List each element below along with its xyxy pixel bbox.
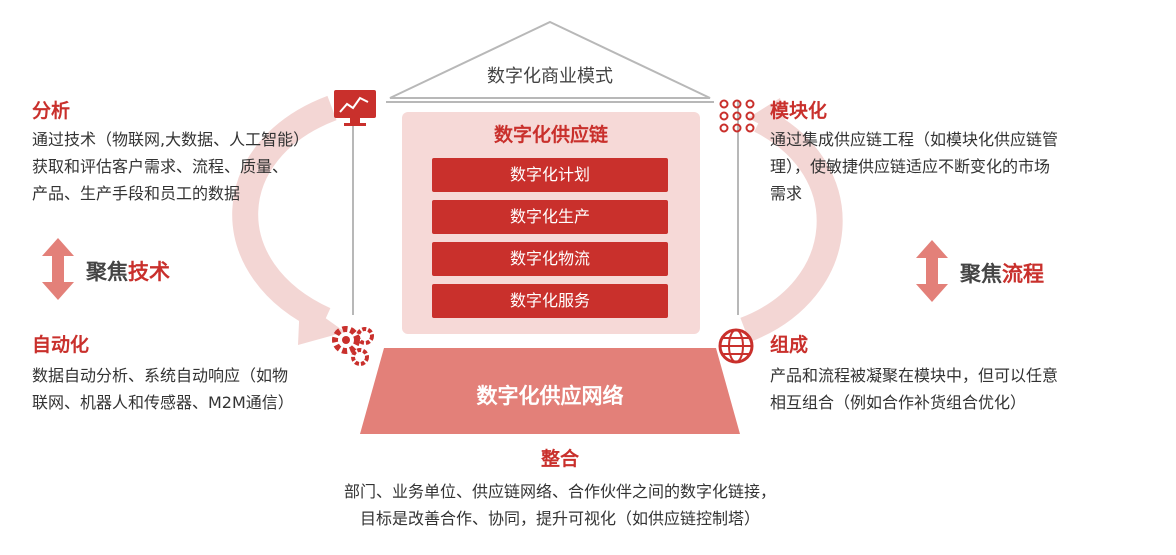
- compose-desc: 产品和流程被凝聚在模块中，但可以任意 相互组合（例如合作补货组合优化）: [770, 362, 1110, 416]
- analysis-line: 通过技术（物联网,大数据、人工智能）: [32, 130, 310, 149]
- network-base: [360, 348, 740, 434]
- roof: [386, 20, 714, 103]
- modular-desc: 通过集成供应链工程（如模块化供应链管 理），使敏捷供应链适应不断变化的市场 需求: [770, 126, 1110, 207]
- focus-technology-highlight: 技术: [128, 260, 170, 284]
- analysis-desc: 通过技术（物联网,大数据、人工智能） 获取和评估客户需求、流程、质量、 产品、生…: [32, 126, 362, 207]
- automation-line: 联网、机器人和传感器、M2M通信）: [32, 393, 294, 412]
- compose-line: 产品和流程被凝聚在模块中，但可以任意: [770, 366, 1059, 385]
- automation-desc: 数据自动分析、系统自动响应（如物 联网、机器人和传感器、M2M通信）: [32, 362, 362, 416]
- focus-process-prefix: 聚焦: [960, 262, 1002, 286]
- integrate-line: 目标是改善合作、协同，提升可视化（如供应链控制塔）: [359, 509, 760, 528]
- automation-line: 数据自动分析、系统自动响应（如物: [32, 366, 289, 385]
- focus-technology: 聚焦技术: [86, 256, 170, 286]
- service-item-logistics: 数字化物流: [432, 242, 668, 276]
- automation-title: 自动化: [32, 334, 90, 356]
- globe-icon: [716, 326, 756, 370]
- service-item-plan: 数字化计划: [432, 158, 668, 192]
- roof-title: 数字化商业模式: [487, 66, 613, 87]
- integrate-title: 整合: [540, 448, 579, 470]
- chart-monitor-icon: [332, 88, 378, 132]
- right-pillar: [737, 100, 739, 315]
- analysis-line: 获取和评估客户需求、流程、质量、: [32, 157, 289, 176]
- integrate-desc: 部门、业务单位、供应链网络、合作伙伴之间的数字化链接， 目标是改善合作、协同，提…: [300, 478, 820, 532]
- network-title: 数字化供应网络: [476, 384, 624, 408]
- focus-process: 聚焦流程: [960, 258, 1044, 288]
- analysis-title: 分析: [32, 100, 71, 122]
- integrate-line: 部门、业务单位、供应链网络、合作伙伴之间的数字化链接，: [343, 482, 776, 501]
- compose-line: 相互组合（例如合作补货组合优化）: [770, 393, 1027, 412]
- service-item-production: 数字化生产: [432, 200, 668, 234]
- focus-technology-prefix: 聚焦: [86, 260, 128, 284]
- supply-chain-title: 数字化供应链: [493, 124, 608, 146]
- modular-line: 需求: [770, 184, 803, 203]
- compose-title: 组成: [770, 334, 809, 356]
- modules-dots-icon: [718, 98, 756, 138]
- modular-line: 通过集成供应链工程（如模块化供应链管: [770, 130, 1059, 149]
- modular-line: 理），使敏捷供应链适应不断变化的市场: [770, 157, 1051, 176]
- service-item-service: 数字化服务: [432, 284, 668, 318]
- focus-process-highlight: 流程: [1002, 262, 1044, 286]
- left-pillar: [352, 100, 354, 315]
- double-arrow-icon: [914, 240, 950, 306]
- gears-icon: [330, 322, 378, 372]
- double-arrow-icon: [40, 238, 76, 304]
- modular-title: 模块化: [770, 100, 828, 122]
- analysis-line: 产品、生产手段和员工的数据: [32, 184, 241, 203]
